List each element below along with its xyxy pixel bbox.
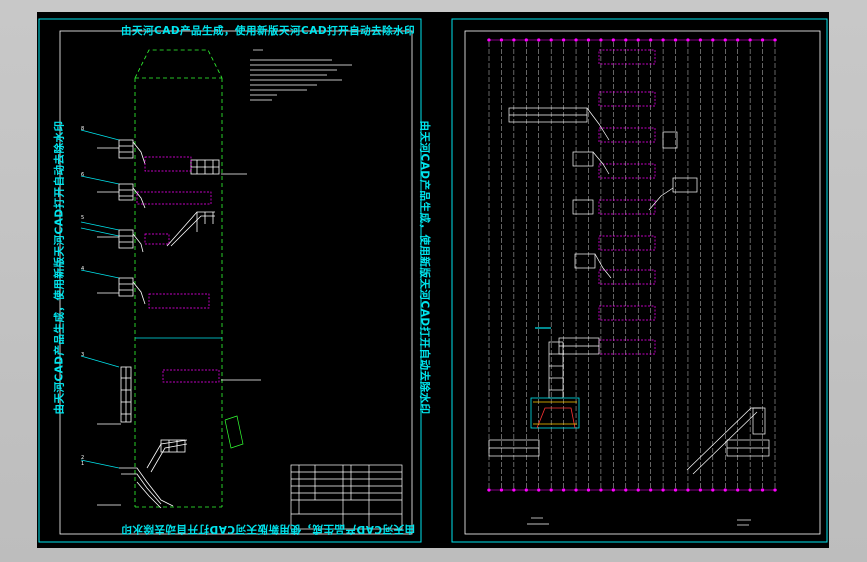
plan-landings-white	[488, 107, 770, 475]
stair-railings-left	[118, 139, 220, 509]
level-leaders	[80, 129, 120, 469]
rotated-detail-outline	[224, 415, 244, 449]
drawing-svg: 8 6 5 4 3 2 1	[38, 18, 828, 543]
watermark-right-side: 由天河CAD产品生成，使用新版天河CAD打开自动去除水印	[418, 120, 431, 415]
right-sheet-inner-frame	[464, 30, 821, 535]
level-markers: 8 6 5 4 3 2 1	[81, 126, 84, 467]
level-marker: 2	[81, 455, 84, 461]
level-marker: 4	[81, 266, 84, 272]
plan-stair-flights	[598, 49, 656, 355]
left-sheet: 8 6 5 4 3 2 1	[38, 18, 422, 543]
structural-detail	[530, 397, 580, 429]
design-notes-block	[250, 49, 352, 101]
left-sheet-inner-frame	[59, 30, 413, 535]
grade-lines	[97, 147, 261, 506]
axis-grid	[488, 42, 776, 488]
right-sheet	[451, 18, 828, 543]
watermark-left-side: 由天河CAD产品生成，使用新版天河CAD打开自动去除水印	[53, 120, 66, 415]
left-title-block	[290, 464, 403, 530]
axis-bubbles-top	[487, 38, 777, 42]
left-sheet-outer-frame	[38, 18, 422, 543]
level-marker: 6	[81, 172, 84, 178]
stair-flights-magenta	[136, 156, 220, 383]
stair-shaft-outline	[134, 49, 223, 508]
level-marker: 8	[81, 126, 84, 132]
watermark-left-top: 由天河CAD产品生成，使用新版天河CAD打开自动去除水印	[121, 25, 416, 37]
right-sheet-outer-frame	[451, 18, 828, 543]
watermark-left-bottom: 由天河CAD产品生成，使用新版天河CAD打开自动去除水印	[121, 523, 416, 535]
drawing-canvas[interactable]: 8 6 5 4 3 2 1	[37, 12, 829, 548]
level-marker: 3	[81, 352, 84, 358]
level-marker: 5	[81, 215, 84, 221]
level-marker: 1	[81, 461, 84, 467]
sheet-captions	[527, 517, 751, 526]
